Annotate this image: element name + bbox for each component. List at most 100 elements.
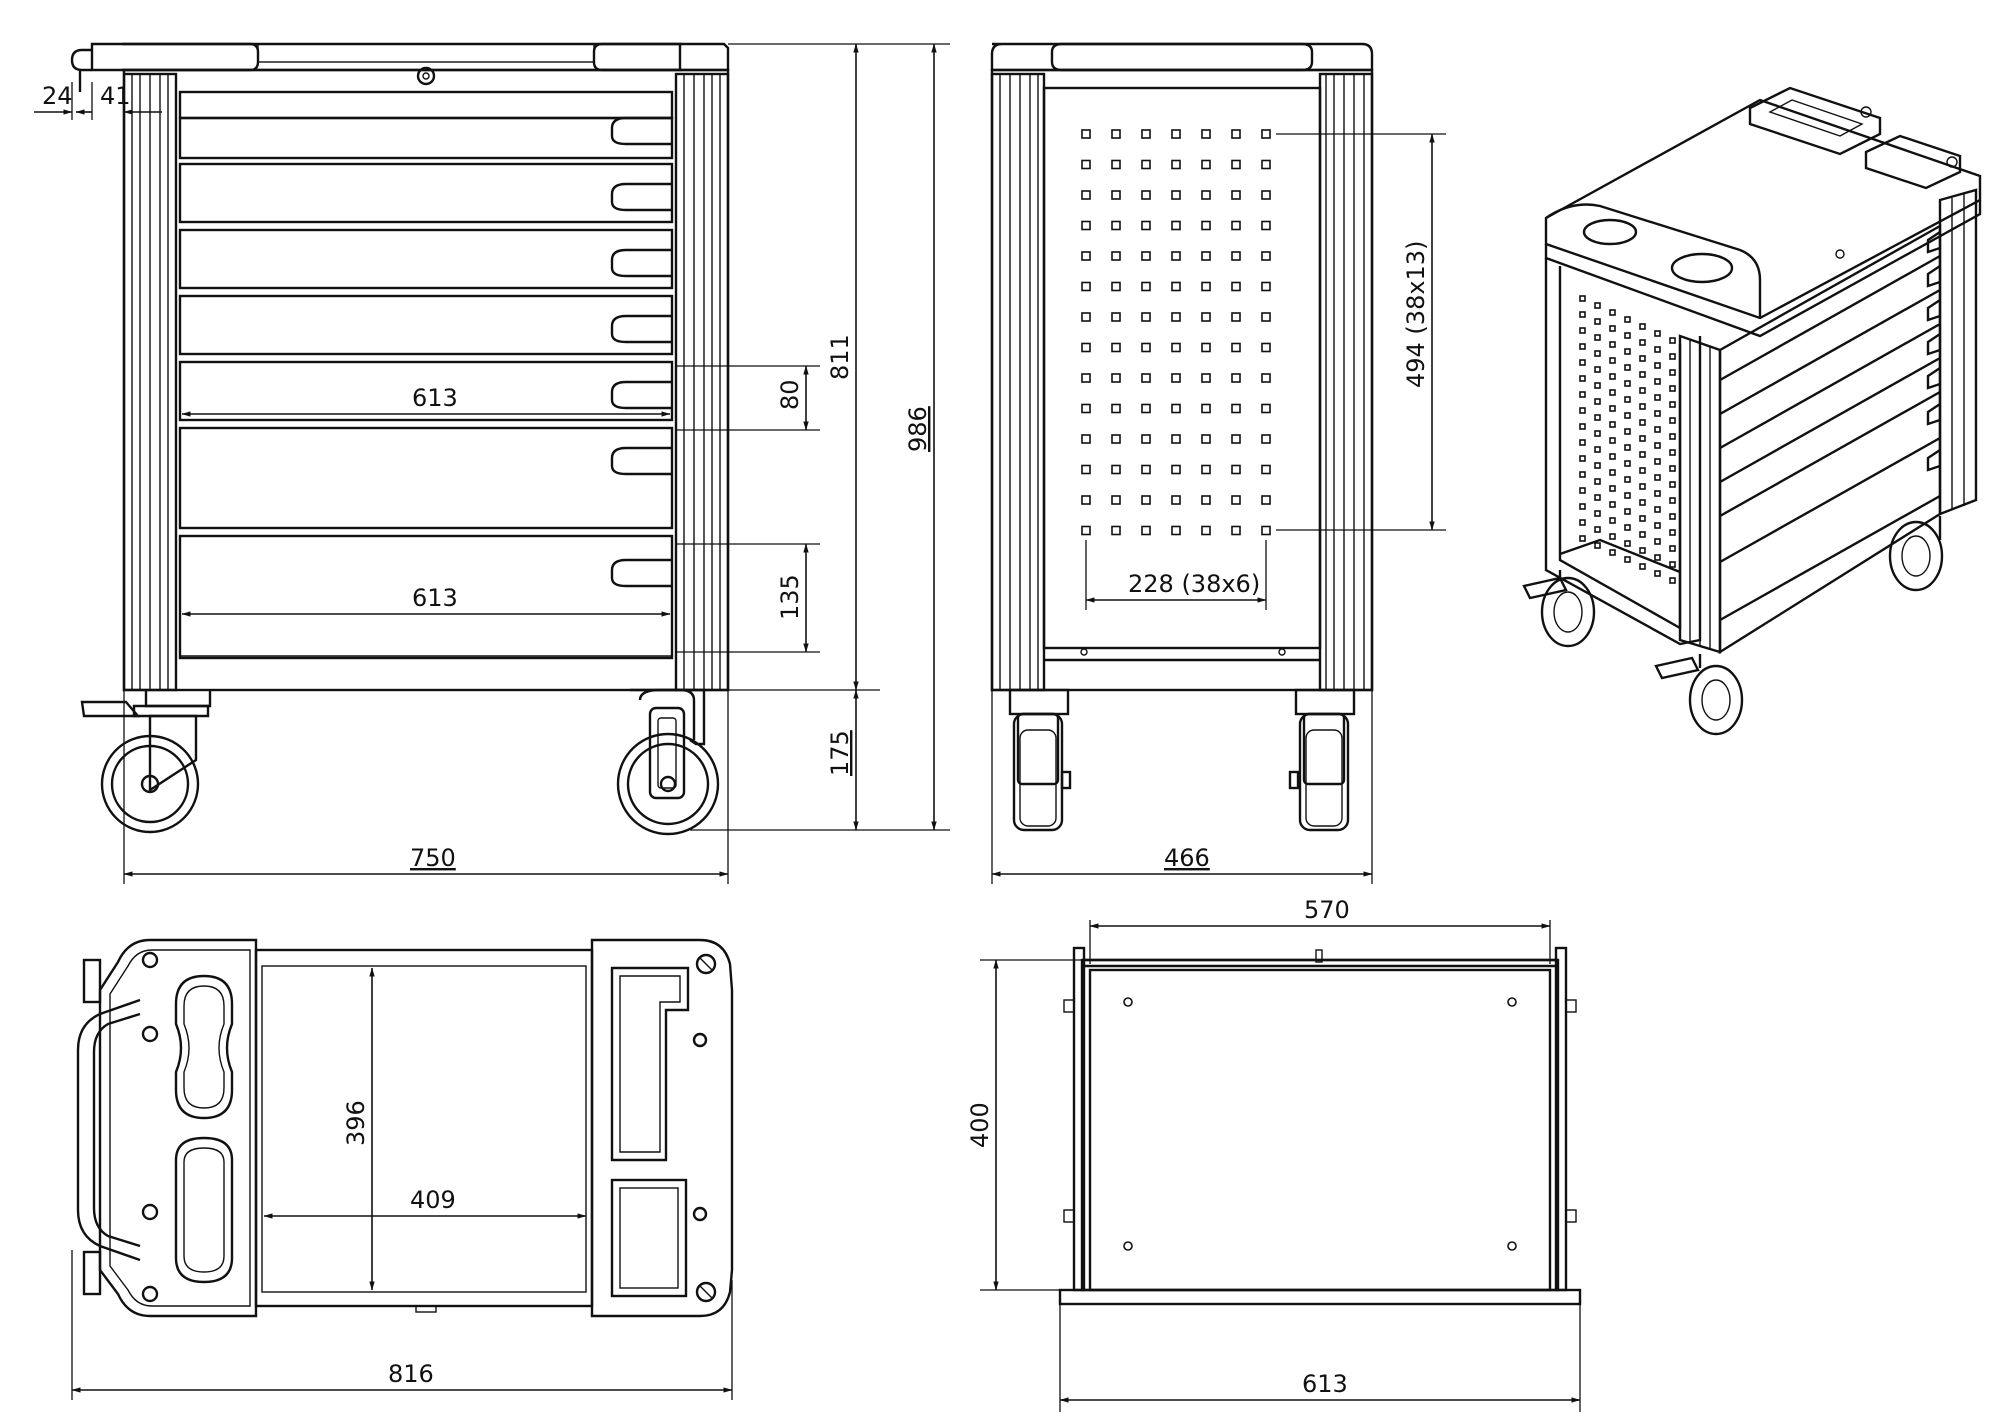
dim-228: 228 (38x6): [1085, 540, 1267, 610]
perforation-hole: [1111, 312, 1121, 322]
perforation-hole: [1639, 355, 1646, 362]
perforation-hole: [1231, 525, 1241, 536]
perforation-hole: [1261, 373, 1271, 383]
perforation-hole: [1201, 129, 1211, 139]
dim-750: 750: [123, 690, 729, 884]
perforation-hole: [1594, 318, 1601, 325]
perforation-hole: [1231, 159, 1241, 170]
dim-label-24: 24: [42, 82, 73, 110]
perforation-hole: [1141, 190, 1151, 200]
perforation-hole: [1141, 281, 1151, 292]
dim-816: 816: [71, 1250, 733, 1400]
dim-label-409: 409: [410, 1186, 456, 1214]
dim-label-396: 396: [342, 1100, 370, 1146]
perforation-hole: [1231, 373, 1241, 383]
perforation-hole: [1654, 346, 1661, 353]
perforation-hole: [1579, 439, 1586, 446]
perforation-hole: [1594, 446, 1601, 453]
perforation-hole: [1141, 434, 1151, 444]
perforation-hole: [1594, 382, 1601, 389]
perforation-hole: [1231, 220, 1241, 231]
lock-icon: [416, 66, 436, 86]
perforation-hole: [1624, 540, 1631, 547]
perforation-hole: [1081, 403, 1091, 414]
isometric-view: [1522, 86, 1982, 736]
perforation-hole: [1609, 373, 1616, 380]
perforation-hole: [1669, 545, 1676, 552]
perforation-hole: [1579, 391, 1586, 398]
perforation-hole: [1111, 495, 1121, 505]
perforation-hole: [1609, 533, 1616, 540]
perforation-hole: [1579, 423, 1586, 430]
dim-label-80: 80: [776, 379, 804, 410]
perforation-hole: [1111, 373, 1121, 383]
perforation-hole: [1639, 451, 1646, 458]
perforation-hole: [1171, 159, 1181, 170]
dim-label-613-upper: 613: [412, 384, 458, 412]
perforation-hole: [1141, 495, 1151, 505]
perforation-hole: [1231, 495, 1241, 505]
perforation-hole: [1081, 495, 1091, 505]
perforation-hole: [1201, 281, 1211, 292]
perforation-hole: [1669, 465, 1676, 472]
perforation-hole: [1669, 529, 1676, 536]
perforation-hole: [1579, 375, 1586, 382]
perforation-hole: [1639, 467, 1646, 474]
perforation-hole: [1081, 525, 1091, 536]
perforation-hole: [1624, 364, 1631, 371]
perforation-hole: [1579, 519, 1586, 526]
front-view: 24 41 613 80 613 135: [34, 42, 950, 884]
perforation-hole: [1624, 380, 1631, 387]
perforation-hole: [1669, 337, 1676, 344]
perforation-hole: [1609, 549, 1616, 556]
perforation-hole: [1609, 309, 1616, 316]
perforation-hole: [1141, 464, 1151, 475]
perforation-hole: [1171, 495, 1181, 505]
perforation-hole: [1141, 251, 1151, 261]
perforation-hole: [1171, 220, 1181, 231]
dim-135: 135: [676, 543, 820, 653]
perforation-hole: [1624, 428, 1631, 435]
perforation-hole: [1201, 342, 1211, 353]
dim-613-drawer: 613: [1059, 1304, 1581, 1412]
perforation-hole: [1171, 190, 1181, 200]
perforation-hole: [1141, 159, 1151, 170]
perforation-hole: [1231, 129, 1241, 139]
top-view: 396 409 816: [71, 938, 734, 1400]
perforation-hole: [1669, 353, 1676, 360]
dim-80: 80: [676, 365, 820, 431]
perforation-hole: [1609, 341, 1616, 348]
perforation-hole: [1261, 129, 1271, 139]
perforation-hole: [1594, 366, 1601, 373]
perforation-hole: [1081, 464, 1091, 475]
perforation-hole: [1141, 525, 1151, 536]
perforation-hole: [1624, 348, 1631, 355]
side-caster-left: [1008, 688, 1072, 832]
perforation-hole: [1669, 417, 1676, 424]
dim-label-175: 175: [826, 730, 854, 776]
perforation-hole: [1201, 220, 1211, 231]
perforation-hole: [1594, 494, 1601, 501]
perforation-hole: [1111, 464, 1121, 475]
dim-label-466: 466: [1164, 844, 1210, 872]
perforation-hole: [1201, 251, 1211, 261]
front-caster-left: [80, 690, 212, 834]
dim-label-135: 135: [776, 574, 804, 620]
perforation-hole: [1261, 220, 1271, 231]
dim-400: 400: [966, 959, 1082, 1291]
perforation-hole: [1231, 342, 1241, 353]
perforation-hole: [1081, 129, 1091, 139]
perforation-hole: [1639, 531, 1646, 538]
perforation-hole: [1609, 437, 1616, 444]
perforation-hole: [1171, 312, 1181, 322]
perforation-hole: [1624, 556, 1631, 563]
perforation-hole: [1141, 342, 1151, 353]
perforation-hole: [1171, 281, 1181, 292]
perforation-hole: [1201, 464, 1211, 475]
perforation-hole: [1654, 442, 1661, 449]
perforation-hole: [1261, 312, 1271, 322]
perforation-hole: [1261, 464, 1271, 475]
dim-label-811: 811: [826, 334, 854, 380]
perforation-hole: [1654, 570, 1661, 577]
perforation-hole: [1594, 526, 1601, 533]
